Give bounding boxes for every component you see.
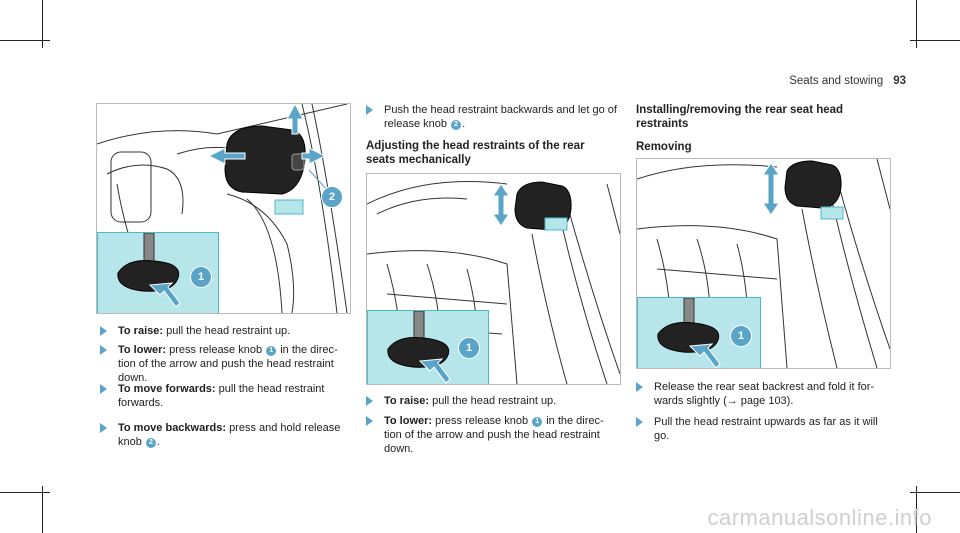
bullet-arrow-icon bbox=[636, 417, 643, 427]
step-push-back: Push the head restraint backwards and le… bbox=[366, 103, 620, 131]
bullet-arrow-icon bbox=[100, 345, 107, 355]
detail-inset bbox=[97, 232, 219, 313]
bullet-arrow-icon bbox=[100, 384, 107, 394]
knob-2-badge: 2 bbox=[451, 120, 462, 130]
knob-1-badge: 1 bbox=[532, 417, 543, 427]
callout-1: 1 bbox=[730, 325, 752, 347]
section-title: Seats and stowing bbox=[789, 75, 884, 87]
front-seat-illustration bbox=[97, 104, 348, 313]
knob-2-badge: 2 bbox=[145, 438, 156, 448]
bullet-arrow-icon bbox=[100, 326, 107, 336]
bullet-arrow-icon bbox=[366, 396, 373, 406]
step-to-lower: To lower: press release knob 1 in the di… bbox=[100, 343, 350, 385]
page-number: 93 bbox=[893, 75, 906, 87]
section-heading: Installing/removing the rear seat head r… bbox=[636, 104, 844, 130]
bullet-arrow-icon bbox=[100, 423, 107, 433]
crop-mark bbox=[42, 0, 43, 48]
detail-inset bbox=[367, 310, 489, 384]
callout-1: 1 bbox=[190, 266, 212, 288]
bullet-arrow-icon bbox=[636, 382, 643, 392]
crop-mark bbox=[42, 486, 43, 533]
watermark: carmanualsonline.info bbox=[707, 505, 932, 530]
step-pull-up: Pull the head restraint upwards as far a… bbox=[636, 415, 890, 443]
figure-rear-head-restraint: 1 bbox=[366, 173, 621, 385]
bullet-arrow-icon bbox=[366, 105, 373, 115]
callout-1: 1 bbox=[458, 337, 480, 359]
knob-1-badge: 1 bbox=[266, 346, 277, 356]
sub-heading: Removing bbox=[636, 141, 692, 153]
bullet-arrow-icon bbox=[366, 416, 373, 426]
crop-mark bbox=[916, 486, 917, 533]
head-restraint bbox=[784, 160, 842, 209]
crop-mark bbox=[916, 0, 917, 48]
page-header: Seats and stowing 93 bbox=[789, 75, 906, 87]
figure-remove-head-restraint: 1 bbox=[636, 158, 891, 369]
crop-mark bbox=[0, 492, 50, 493]
crop-mark bbox=[0, 40, 50, 41]
crop-mark bbox=[910, 40, 960, 41]
step-rear-to-lower: To lower: press release knob 1 in the di… bbox=[366, 414, 620, 456]
step-to-raise: To raise: pull the head restraint up. bbox=[100, 324, 350, 338]
step-release-backrest: Release the rear seat backrest and fold … bbox=[636, 380, 890, 408]
step-rear-to-raise: To raise: pull the head restraint up. bbox=[366, 394, 620, 408]
step-to-move-backwards: To move backwards: press and hold releas… bbox=[100, 421, 350, 449]
crop-mark bbox=[910, 492, 960, 493]
rear-seat-removal-illustration bbox=[637, 159, 890, 368]
step-to-move-forwards: To move forwards: pull the head restrain… bbox=[100, 382, 350, 410]
figure-front-head-restraint: 1 2 bbox=[96, 103, 351, 314]
detail-inset bbox=[637, 297, 761, 368]
callout-2: 2 bbox=[321, 186, 343, 208]
section-heading: Adjusting the head restraints of the rea… bbox=[366, 140, 585, 166]
